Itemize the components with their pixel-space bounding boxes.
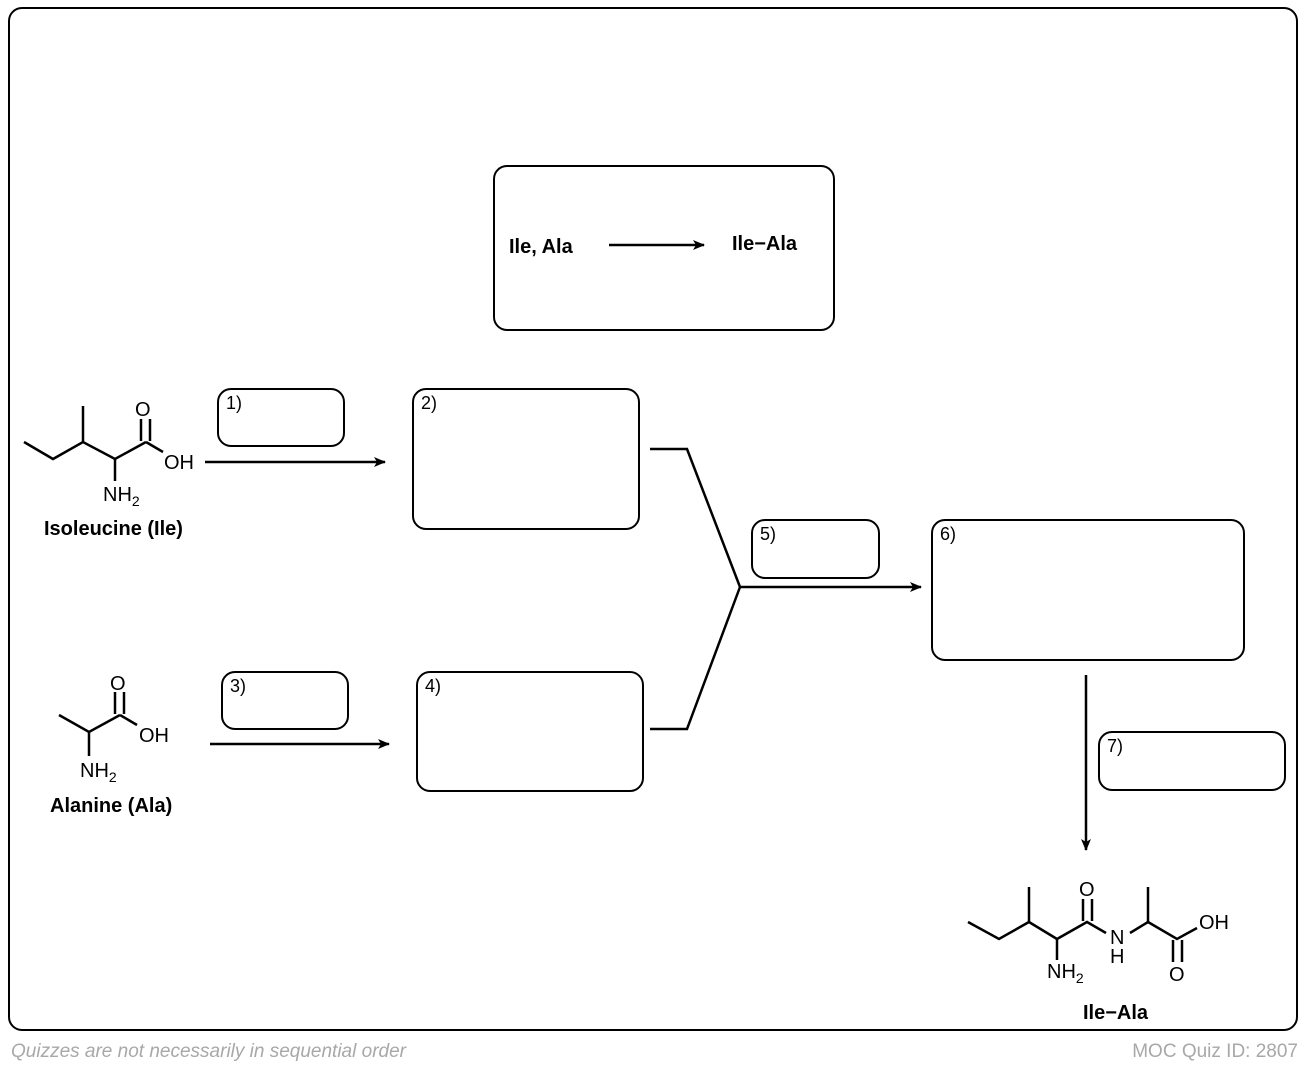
converge-line-top [650,447,742,588]
isoleucine-name: Isoleucine (Ile) [44,518,183,540]
step-2-product-box[interactable]: 2) [412,388,640,530]
ala-oh-label: OH [139,725,169,747]
ile-o-label: O [135,399,151,421]
ile-oh-label: OH [164,452,194,474]
quiz-frame [8,7,1298,1031]
overview-product: Ile−Ala [732,233,798,255]
step-5-label: 5) [760,524,777,544]
quiz-id: MOC Quiz ID: 2807 [1132,1041,1298,1062]
dipeptide-name: Ile−Ala [1083,1002,1149,1024]
step-1-reagent-box[interactable]: 1) [217,388,345,447]
converge-line-bottom [650,586,742,731]
dipep-o-bottom-label: O [1169,964,1185,986]
alanine-structure [58,692,138,756]
dipep-o-top-label: O [1079,879,1095,901]
ala-o-label: O [110,673,126,695]
ile-nh2-label: NH2 [103,484,140,509]
overview-box [493,165,835,331]
step-7-reagent-box[interactable]: 7) [1098,731,1286,791]
isoleucine-structure [23,406,164,481]
step-6-label: 6) [940,524,957,544]
dipep-h-label: H [1110,946,1124,968]
ala-nh2-label: NH2 [80,760,117,785]
step-4-label: 4) [425,676,442,696]
step-3-label: 3) [230,676,247,696]
step-5-reagent-box[interactable]: 5) [751,519,880,579]
step-7-label: 7) [1107,736,1124,756]
dipep-oh-label: OH [1199,912,1229,934]
step-2-label: 2) [421,393,438,413]
alanine-name: Alanine (Ala) [50,795,173,817]
overview-reactants: Ile, Ala [509,236,573,258]
step-3-reagent-box[interactable]: 3) [221,671,349,730]
dipep-n-label: N [1110,927,1124,949]
step-1-label: 1) [226,393,243,413]
dipeptide-structure [967,887,1198,962]
step-6-product-box[interactable]: 6) [931,519,1245,661]
step-4-product-box[interactable]: 4) [416,671,644,792]
footer-note: Quizzes are not necessarily in sequentia… [11,1041,406,1062]
dipep-nh2-label: NH2 [1047,961,1084,986]
